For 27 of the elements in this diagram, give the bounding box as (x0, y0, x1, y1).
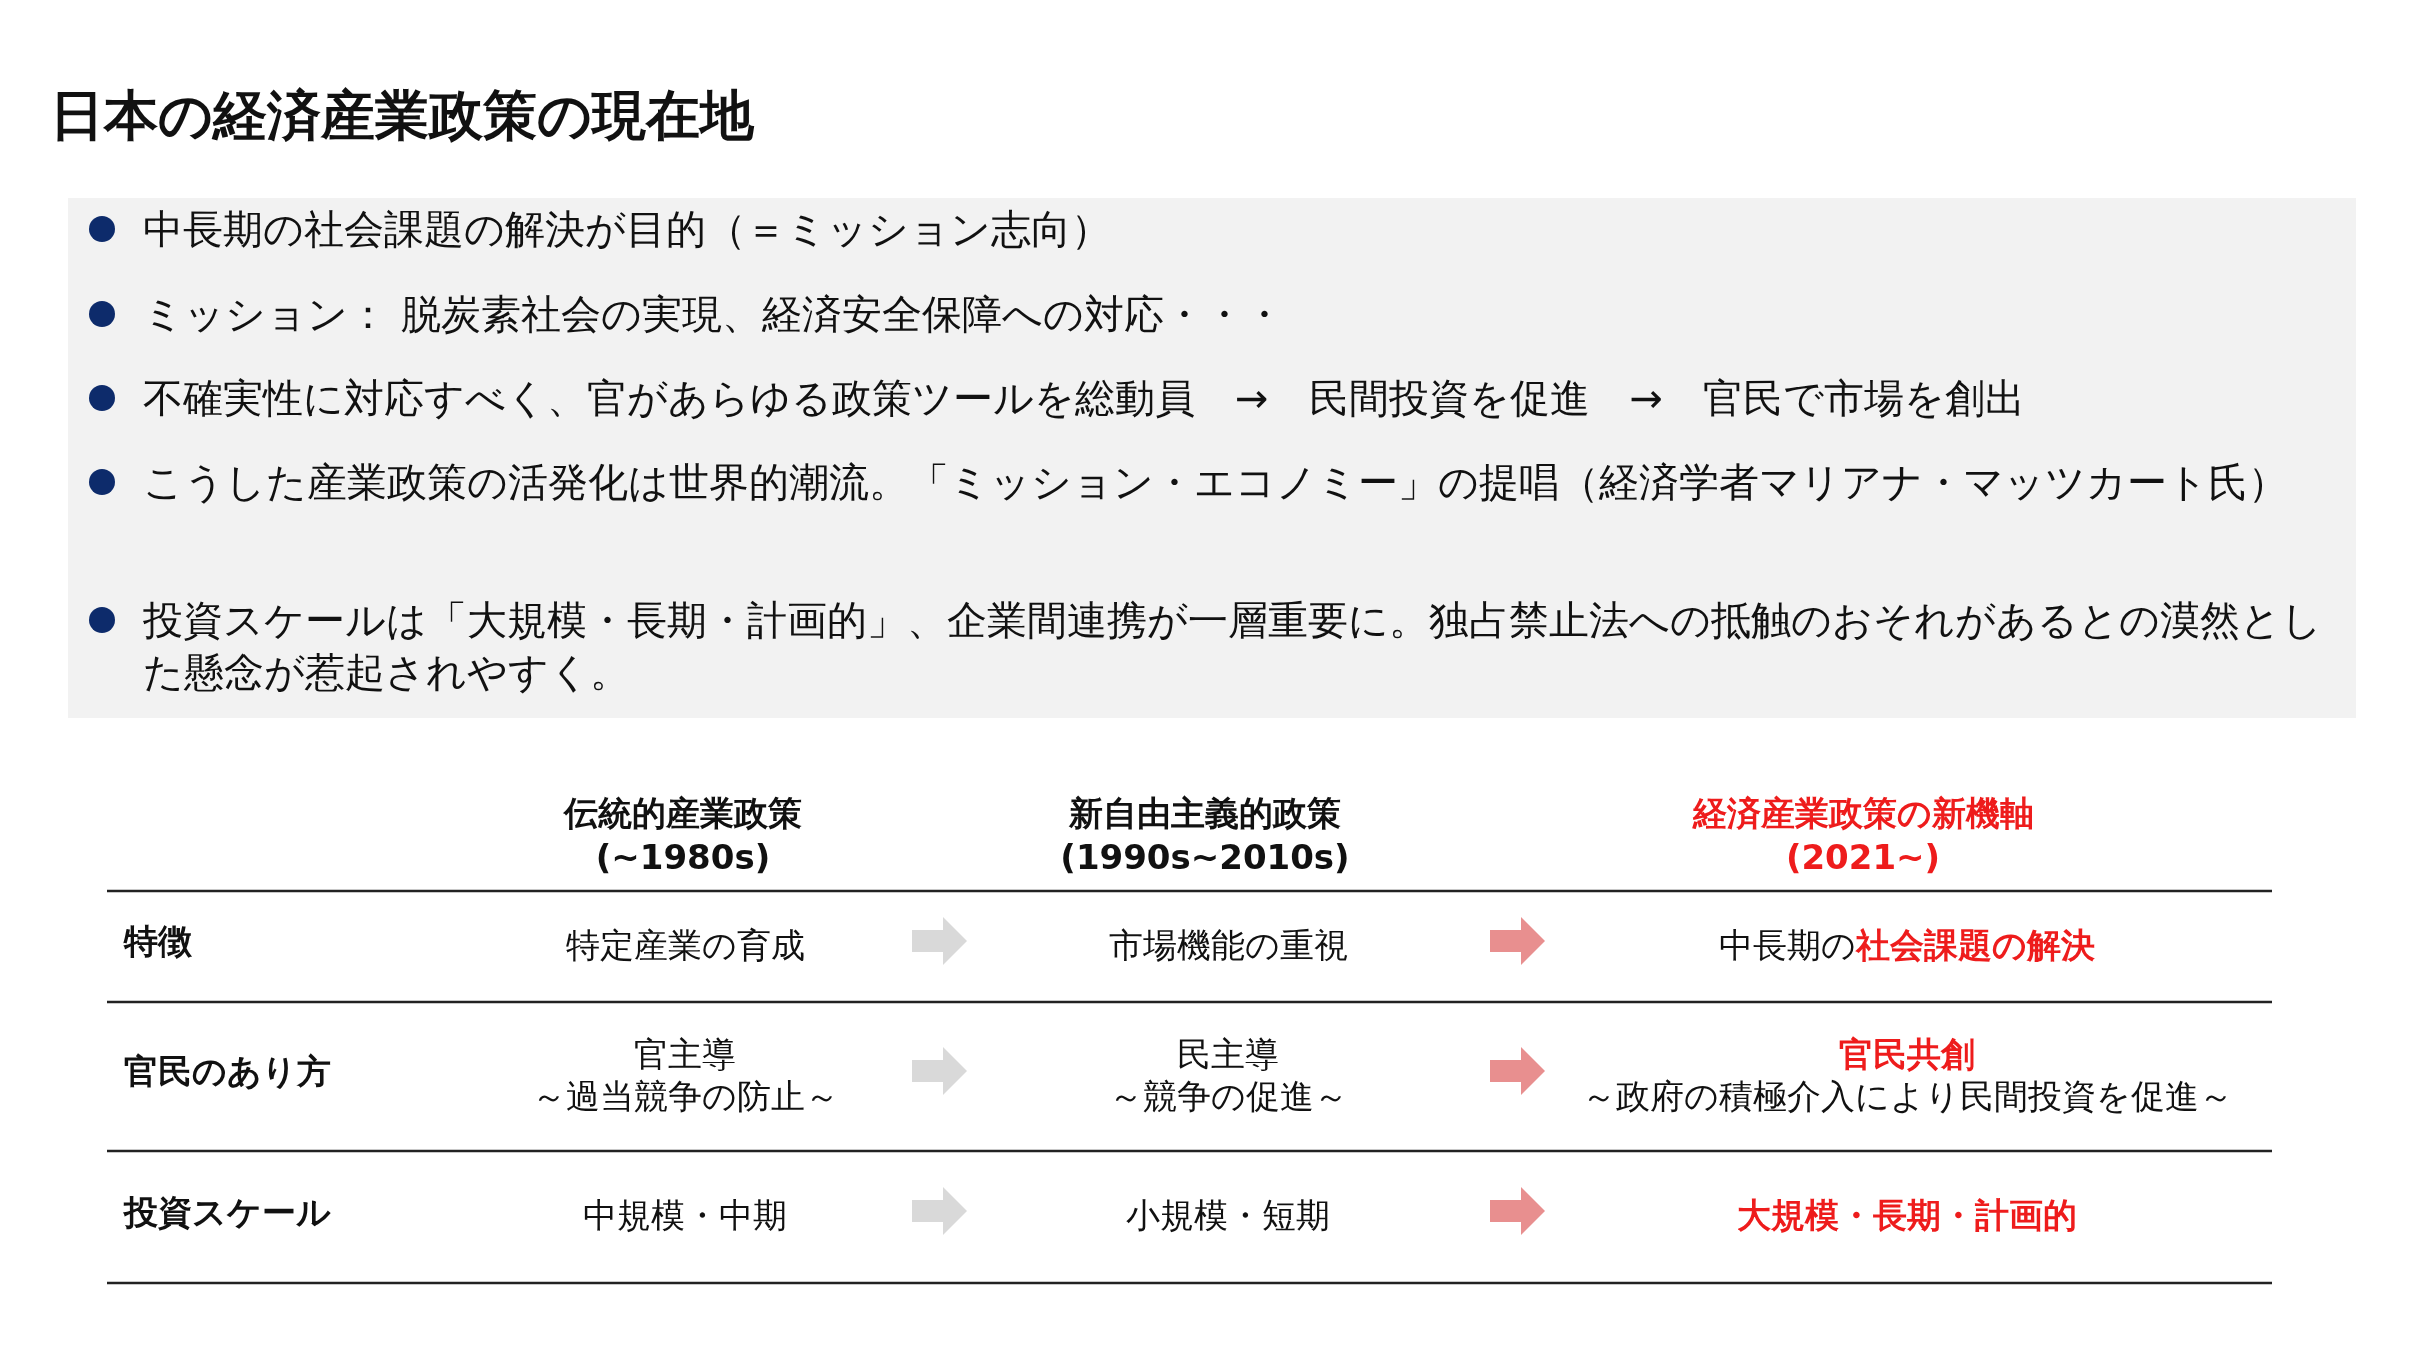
cell-text: 官民共創 (1839, 1033, 1975, 1075)
bullet-text: ミッション： 脱炭素社会の実現、経済安全保障への対応・・・ (143, 290, 1285, 339)
bullet-text: こうした産業政策の活発化は世界的潮流。「ミッション・エコノミー」の提唱（経済学者マリアナ・マッツカート氏） (143, 458, 2289, 507)
cell-text: ～競争の促進～ (1108, 1075, 1348, 1117)
row-header: 特徴 (124, 920, 192, 963)
cell-text: 官主導 (634, 1033, 736, 1075)
cell-text: ～政府の積極介入により民間投資を促進～ (1581, 1075, 2233, 1117)
column-header: 伝統的産業政策 (564, 792, 802, 834)
title-text: 日本の経済産業政策の現在地 (50, 83, 754, 149)
bullet-text: 投資スケールは「大規模・長期・計画的」、企業間連携が一層重要に。独占禁止法への抵触のおそれがあるとの漠然とした懸念が惹起されやすく。 (143, 596, 2323, 697)
cell-text: 市場機能の重視 (1108, 924, 1348, 966)
column-header: (2021~) (1785, 836, 1941, 878)
column-header: 経済産業政策の新機軸 (1692, 792, 2034, 834)
cell-text: 大規模・長期・計画的 (1737, 1194, 2077, 1236)
column-header: (~1980s) (595, 836, 771, 878)
cell-text: 中長期の社会課題の解決 (1719, 924, 2095, 966)
bullet-text: 中長期の社会課題の解決が目的（＝ミッション志向） (143, 205, 1112, 254)
cell-text: 小規模・短期 (1126, 1194, 1330, 1236)
cell-text: 特定産業の育成 (565, 924, 805, 966)
cell-text: ～過当競争の防止～ (531, 1075, 839, 1117)
cell-text: 中規模・中期 (583, 1194, 787, 1236)
column-header: (1990s~2010s) (1060, 836, 1350, 878)
row-header: 投資スケール (124, 1191, 331, 1234)
row-header: 官民のあり方 (124, 1050, 331, 1093)
bullet-text: 不確実性に対応すべく、官があらゆる政策ツールを総動員 → 民間投資を促進 → 官民で市場を創出 (143, 374, 2027, 423)
column-header: 新自由主義的政策 (1069, 792, 1341, 834)
cell-text: 民主導 (1177, 1033, 1279, 1075)
